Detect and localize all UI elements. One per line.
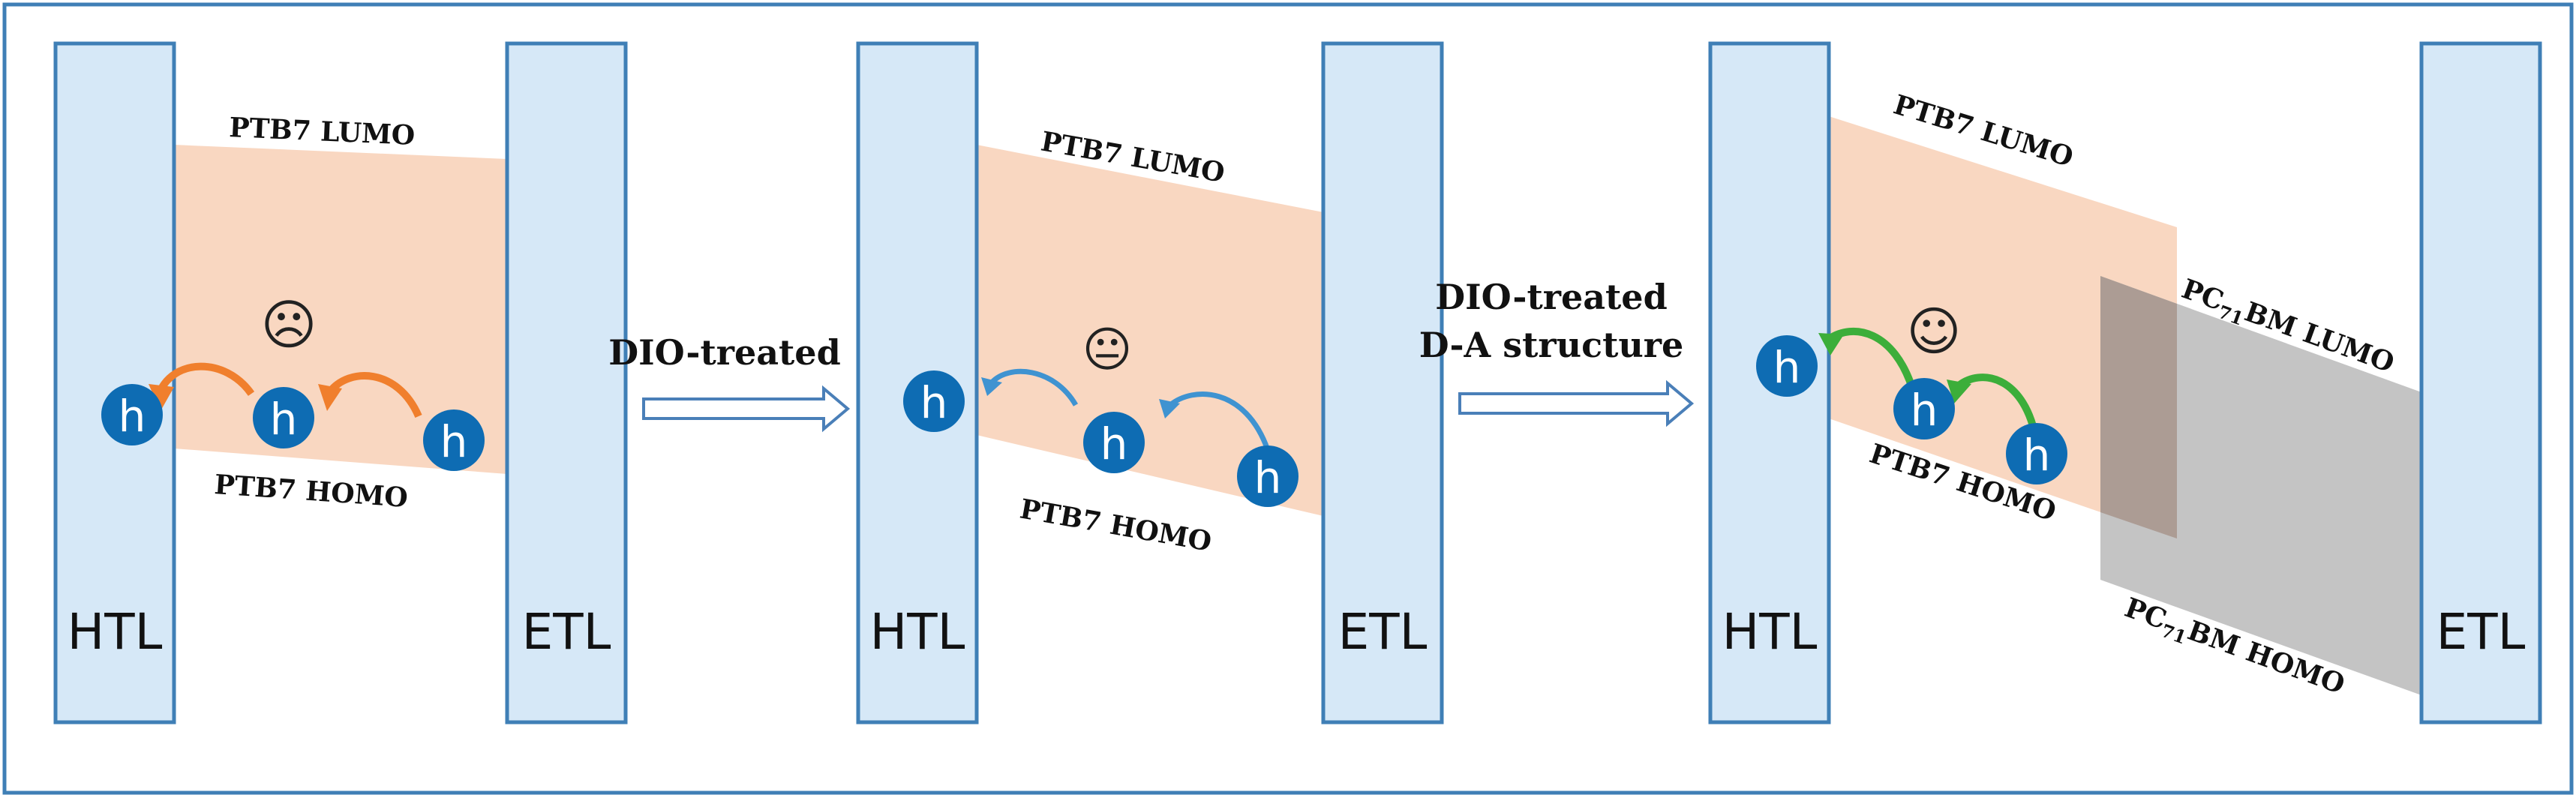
arrowhead-icon (318, 384, 342, 411)
etl-label: ETL (522, 603, 611, 661)
etl-electrode (505, 41, 628, 724)
svg-text:h: h (1773, 342, 1801, 393)
transition-label: DIO-treated (608, 332, 841, 373)
ptb7-lumo-label: PTB7 LUMO (229, 112, 416, 152)
hop-arrow (989, 368, 1079, 406)
process-arrow-icon (642, 385, 851, 433)
htl-label: HTL (68, 603, 163, 661)
band-overlap (2100, 276, 2177, 538)
arrowhead-icon (149, 384, 174, 411)
hole-icon: h (1756, 335, 1818, 397)
hole-icon: h (2006, 423, 2067, 484)
etl-electrode (2419, 41, 2542, 724)
hole-icon: h (253, 387, 314, 448)
htl-label: HTL (870, 603, 965, 661)
arrowhead-icon (1947, 380, 1971, 404)
ptb7-band (174, 145, 507, 474)
hop-arrow (155, 362, 255, 396)
transition-label-line1: DIO-treated (1435, 277, 1668, 317)
hop-arrow (1955, 374, 2040, 443)
hole-icon: h (1083, 412, 1145, 473)
htl-electrode (53, 41, 176, 724)
transition-label-line2: D-A structure (1419, 325, 1684, 365)
hop-arrow (327, 372, 422, 418)
transition-2: DIO-treated D-A structure (1419, 277, 1695, 428)
sad-face-icon: ☹ (260, 293, 317, 356)
ptb7-band (977, 145, 1323, 516)
ptb7-homo-label: PTB7 HOMO (213, 469, 409, 514)
svg-text:h: h (1254, 452, 1282, 503)
etl-label: ETL (1338, 603, 1428, 661)
svg-text:h: h (2023, 430, 2051, 481)
transition-1: DIO-treated (608, 332, 851, 433)
hole-icon: h (101, 384, 163, 446)
svg-text:h: h (119, 391, 146, 442)
hole-icon: h (1237, 446, 1299, 507)
arrowhead-icon (1159, 399, 1180, 418)
neutral-face-icon: 😐 (1082, 322, 1133, 378)
panel-2: HTL ETL PTB7 LUMO PTB7 HOMO 😐 h h h (856, 41, 1444, 724)
hop-arrow (1168, 392, 1271, 452)
ptb7-homo-label: PTB7 HOMO (1017, 494, 1214, 558)
hole-icon: h (1893, 378, 1955, 440)
hole-icon: h (903, 370, 965, 432)
pcbm-band (2100, 276, 2421, 695)
panel-1: HTL ETL PTB7 LUMO PTB7 HOMO ☹ h h h (53, 41, 628, 724)
arrowhead-icon (981, 377, 1002, 396)
svg-text:h: h (270, 394, 298, 445)
svg-text:h: h (440, 416, 468, 467)
etl-label: ETL (2436, 603, 2526, 661)
process-arrow-icon (1458, 380, 1695, 428)
svg-text:h: h (1911, 385, 1938, 436)
hole-icon: h (423, 410, 485, 471)
panel-3: HTL ETL PTB7 LUMO PTB7 HOMO PC71BM LUMO … (1708, 41, 2542, 724)
svg-text:h: h (1100, 418, 1128, 470)
arrowhead-icon (1818, 333, 1844, 356)
svg-text:h: h (920, 377, 948, 428)
happy-face-icon: ☺ (1907, 301, 1962, 362)
htl-label: HTL (1722, 603, 1818, 661)
etl-electrode (1321, 41, 1444, 724)
